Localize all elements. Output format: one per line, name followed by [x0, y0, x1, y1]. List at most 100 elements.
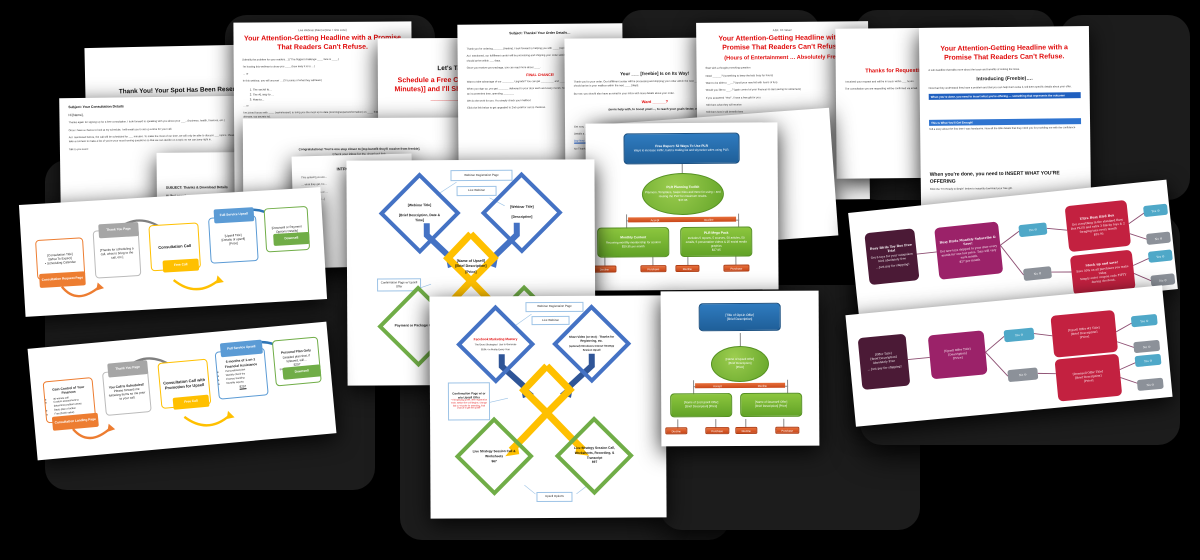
webinar2-f2-sub: (optional) Introduces Intense Strategy S…	[569, 344, 615, 353]
freebie-intro-introducing: Introducing (Freebie)….	[976, 75, 1033, 83]
flowchart-optin: [Title of Opt-in Offer] [Brief Descripti…	[661, 291, 820, 447]
plr-purchase-button[interactable]: Purchase	[640, 265, 667, 273]
order-details-subject: Subject: Thanks! Your Order Details…	[509, 30, 571, 36]
offer-start-l3: Absolutely Free	[872, 358, 896, 365]
consultation-p3: As I mentioned before, the call will be …	[68, 133, 236, 144]
consult1-n1-text: [Consultation Title] [What To Expect] • …	[45, 251, 76, 266]
congrats-line1: Congratulations! You're one step closer …	[298, 146, 421, 152]
plr-child-node: PLR Mega Pack Includes 5 reports, 5 cour…	[680, 226, 753, 258]
offer-upsell1-node: [Upsell Offer Title] [Description] [Pric…	[927, 330, 988, 380]
webinar-eyebrow: Live Webinar [date] at [time + time zone…	[298, 28, 347, 33]
optin-accept-decline-bar: Accept Decline	[695, 382, 786, 389]
consultation-p2: Once I have a chance to look at my sched…	[68, 127, 173, 132]
toybox-upsell-node: Ultra Busy Bird Box Get everything in th…	[1064, 199, 1132, 253]
optin-decline-button[interactable]: Decline	[665, 427, 688, 435]
consultation-subject: Subject: Your Consultation Details	[68, 104, 124, 110]
webinar2-callout-confirmation: Confirmation Page w/ or w/o Upsell Offer…	[447, 382, 491, 421]
optin-root-node: [Title of Opt-in Offer] [Brief Descripti…	[698, 302, 781, 332]
webinar2-confirmation-note: * If displaying upsell, after registrati…	[450, 399, 488, 410]
webinar1-callout-registration: Webinar Registration Page	[450, 169, 513, 182]
offer-upsell2-node: [Upsell Offer #2 Title] [Brief Descripti…	[1050, 309, 1119, 358]
plr-child-price: $29.95 per month	[621, 243, 645, 249]
offer-connectors	[907, 321, 1140, 385]
optin-upsell-l3: [Price]	[735, 364, 745, 369]
optin-child2-l2: [Brief Description] [Price]	[755, 403, 788, 408]
optin-decline-button[interactable]: Decline	[735, 426, 758, 435]
flowchart-consultation-2: Gain Control of Your Finances 30-minute …	[28, 322, 337, 461]
freebie-intro-hl2: This Is What You'll Get Enough!	[929, 118, 1082, 126]
offer-downsell-l3: [Price]	[1083, 378, 1094, 384]
toybox-start-node: Busy Birds Toy Box Free Trial Get 6 toys…	[864, 228, 920, 286]
offer-upsell2-l3: [Price]	[1079, 334, 1090, 340]
plr-decline-button[interactable]: Decline	[675, 264, 700, 273]
consult1-n2-text: [Thanks for scheduling a call, what to b…	[99, 246, 134, 260]
webinar2-f4-price: $97	[591, 460, 597, 465]
plr-decline-button[interactable]: Decline	[592, 265, 617, 273]
consult1-tag-free-call: Free Call	[162, 258, 200, 273]
webinar2-arrows	[489, 313, 595, 495]
offer-downsell-node: [Downsell Offer Title] [Brief Descriptio…	[1054, 353, 1123, 402]
consultation-p1: Thanks again for signing up for a free c…	[68, 119, 225, 125]
webinar2-f1-sub: The Exact Strategies I Use to Generate $…	[474, 342, 517, 351]
flowchart-toybox-sheet: Busy Birds Toy Box Free Trial Get 6 toys…	[848, 179, 1178, 323]
webinar2-callout-upsell-options: Upsell Options	[536, 491, 573, 503]
plr-child-node: Monthly Content Recurring monthly member…	[597, 227, 670, 258]
webinar2-f2-title: Short Video (or text) - Thanks for Regis…	[569, 334, 615, 344]
offer-start-node: [Offer Title] [Brief Description] Absolu…	[857, 333, 911, 390]
consult2-m3-title: Consultation Call with Promotion for Ups…	[162, 376, 206, 391]
plr-root-desc: Ways to increase traffic, build a mailin…	[633, 147, 730, 153]
consult1-tag-full-service: Full Service Upsell	[213, 207, 255, 224]
consult1-tag-request-page: Consultation Request Page	[39, 271, 86, 288]
optin-child-node: [Name of Downsell Offer] [Brief Descript…	[740, 392, 803, 417]
webinar1-d1-l2: [Brief Description, Date & Time]	[399, 213, 441, 223]
webinar2-callout-live: Live Webinar	[531, 315, 570, 326]
consult2-m2-sub: Please forward me following items so me …	[108, 386, 146, 401]
flowchart-offer-sheet: [Offer Title] [Brief Description] Absolu…	[845, 285, 1173, 427]
plr-upsell-node: PLR Planning Toolkit Planners, Templates…	[641, 172, 725, 216]
freebie-intro-caps: When you're done, you need to INSERT WHA…	[929, 170, 1060, 185]
toybox-start-note: …Just pay for shipping!	[876, 261, 910, 270]
flowchart-webinar2-sheet: Webinar Registration Page Live Webinar C…	[429, 295, 667, 519]
plr-accept-label: Accept	[650, 217, 660, 222]
plr-root-node: Free Report: 52 Ways To Use PLR Ways to …	[623, 132, 740, 165]
optin-child1-l2: [Brief Description] [Price]	[685, 404, 718, 409]
flowchart-plr: Free Report: 52 Ways To Use PLR Ways to …	[585, 122, 778, 290]
optin-child-node: [Name of 2nd Upsell Offer] [Brief Descri…	[670, 393, 733, 418]
freebie-intro-hl1: When you're done, you need to insert wha…	[928, 92, 1081, 100]
toybox-upsell-price: $35.95	[1093, 231, 1104, 237]
optin-purchase-button[interactable]: Purchase	[775, 426, 800, 434]
webinar1-d1-l1: [Webinar Title]	[407, 202, 432, 208]
flowchart-consult2-sheet: Gain Control of Your Finances 30-minute …	[27, 321, 337, 461]
toybox-offer-price: $27 per month	[959, 257, 981, 264]
consult1-n3-text: Consultation Call	[158, 243, 192, 251]
flowchart-consultation-1: [Consultation Title] [What To Expect] • …	[19, 187, 327, 317]
optin-accept-label: Accept	[713, 383, 722, 388]
webinar1-d3-l1: [Name of Upsell]	[456, 258, 486, 263]
consult1-n4-text: [Upsell Title] [Details of upsell] [Pric…	[221, 232, 246, 246]
flowchart-webinar-2: Webinar Registration Page Live Webinar C…	[429, 295, 666, 518]
webinar1-callout-live: Live Webinar	[456, 185, 497, 197]
offer-start-note: … Just pay for shipping!	[867, 364, 902, 372]
consult1-node-downsell: [Downsell or Payment Options Details]	[263, 205, 311, 253]
flowchart-toybox: Busy Birds Toy Box Free Trial Get 6 toys…	[848, 180, 1178, 323]
optin-purchase-button[interactable]: Purchase	[705, 427, 730, 435]
webinar1-d2-l1: [Webinar Title]	[509, 205, 534, 210]
consultation-p4: Talk to you soon!	[68, 147, 89, 151]
flowchart-offer: [Offer Title] [Brief Description] Absolu…	[845, 285, 1172, 426]
consult2-m1-bullets: 30-minute call Custom assessment to dete…	[53, 394, 92, 416]
plr-upsell-price: $47.95	[678, 197, 688, 202]
webinar1-d2-l2: [Description]	[511, 215, 533, 220]
flowchart-plr-sheet: Free Report: 52 Ways To Use PLR Ways to …	[585, 122, 779, 291]
consult1-tag-thankyou: Thank You Page	[98, 222, 139, 239]
optin-root-l2: [Brief Description]	[727, 316, 753, 322]
plr-purchase-button[interactable]: Purchase	[723, 264, 750, 272]
freebie-intro-headline: Your Attention-Getting Headline with a P…	[940, 44, 1068, 62]
freebie-intro-sub: A sub-headline that talks more about the…	[928, 67, 1020, 72]
webinar2-f3-title: Live Strategy Session Call & Worksheets	[472, 448, 516, 458]
flowchart-optin-sheet: [Title of Opt-in Offer] [Brief Descripti…	[660, 290, 820, 447]
consultation-greeting: Hi [Name],	[68, 112, 84, 118]
flowchart-consult1-sheet: [Consultation Title] [What To Expect] • …	[18, 187, 328, 317]
webinar1-d3-l3: [Price]	[465, 269, 477, 274]
optin-decline-label: Decline	[757, 383, 768, 388]
